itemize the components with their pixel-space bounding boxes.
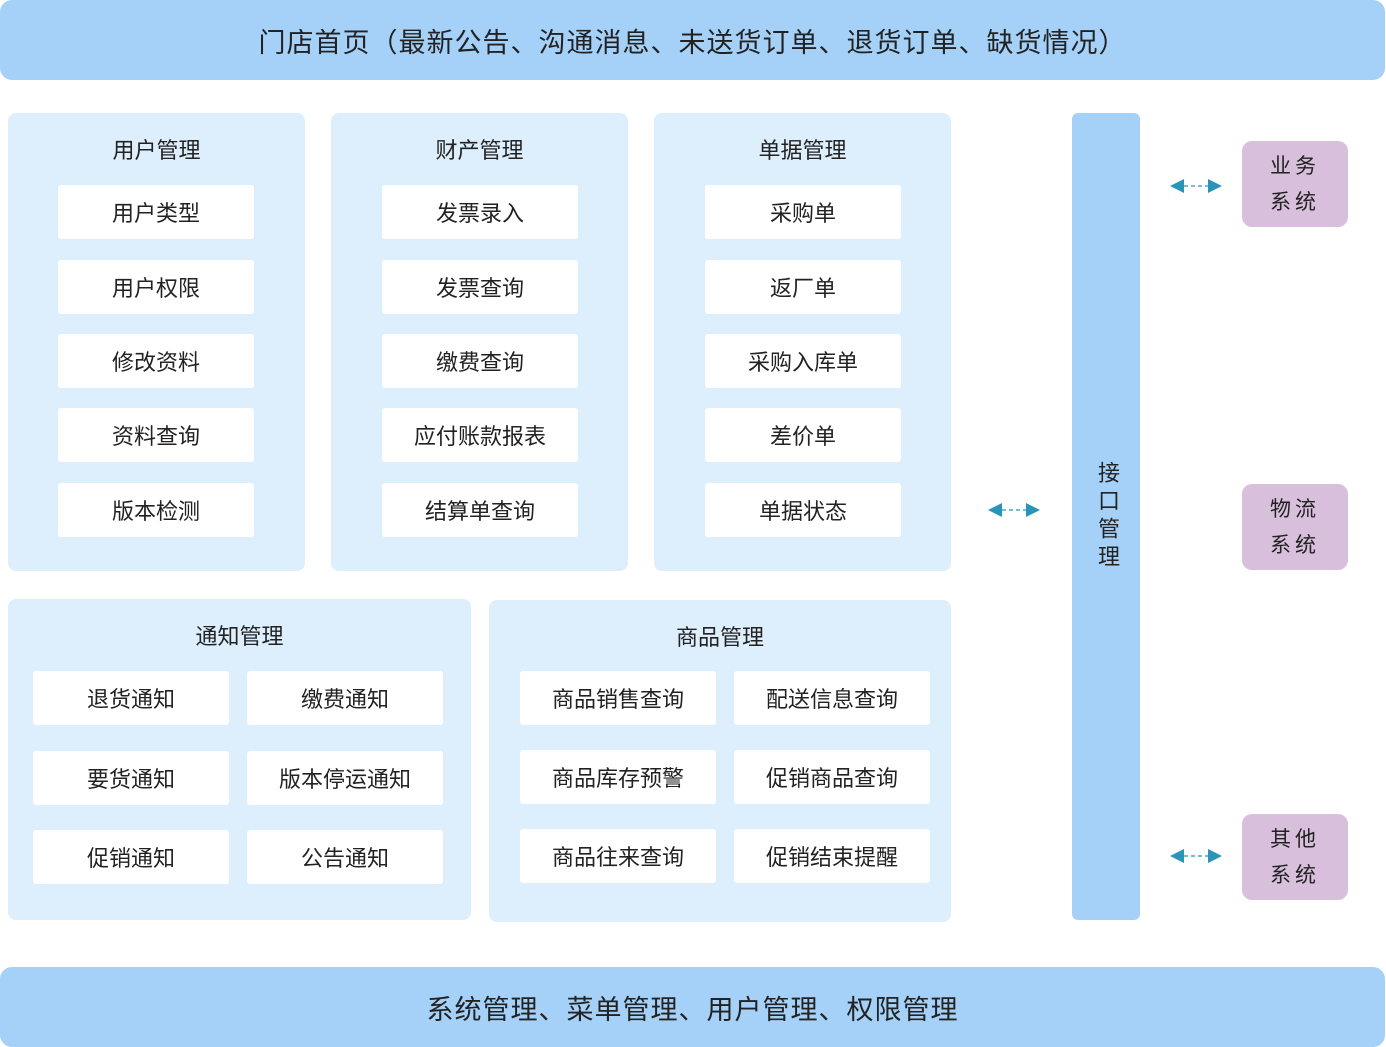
external-system-box: 物流系统 bbox=[1242, 484, 1348, 570]
bidirectional-arrow-icon bbox=[1170, 849, 1222, 863]
property-menu-item[interactable]: 结算单查询 bbox=[382, 483, 578, 537]
notice-menu-item[interactable]: 缴费通知 bbox=[247, 671, 443, 725]
product-menu-item[interactable]: 商品库存预警 bbox=[520, 750, 716, 804]
product-menu-item[interactable]: 促销商品查询 bbox=[734, 750, 930, 804]
product-menu-item[interactable]: 配送信息查询 bbox=[734, 671, 930, 725]
notice-menu-item[interactable]: 退货通知 bbox=[33, 671, 229, 725]
product-menu-item[interactable]: 促销结束提醒 bbox=[734, 829, 930, 883]
bidirectional-arrow-icon bbox=[988, 503, 1040, 517]
bidirectional-arrow-icon bbox=[1170, 179, 1222, 193]
panel-title: 通知管理 bbox=[195, 625, 284, 650]
system-label-line2: 系统 bbox=[1270, 863, 1320, 887]
external-system-box: 其他系统 bbox=[1242, 814, 1348, 900]
document-menu-item[interactable]: 单据状态 bbox=[705, 483, 901, 537]
panel-title: 财产管理 bbox=[435, 139, 524, 164]
panel-title: 用户管理 bbox=[112, 139, 201, 164]
document-menu-item[interactable]: 采购入库单 bbox=[705, 334, 901, 388]
system-label-line1: 物流 bbox=[1270, 497, 1320, 521]
property-menu-item[interactable]: 缴费查询 bbox=[382, 334, 578, 388]
product-menu-item[interactable]: 商品往来查询 bbox=[520, 829, 716, 883]
system-management-bar: 系统管理、菜单管理、用户管理、权限管理 bbox=[0, 967, 1385, 1047]
store-home-bar: 门店首页（最新公告、沟通消息、未送货订单、退货订单、缺货情况） bbox=[0, 0, 1385, 80]
notice-menu-item[interactable]: 公告通知 bbox=[247, 830, 443, 884]
property-menu-item[interactable]: 发票查询 bbox=[382, 260, 578, 314]
notice-menu-item[interactable]: 要货通知 bbox=[33, 751, 229, 805]
notice-menu-item[interactable]: 促销通知 bbox=[33, 830, 229, 884]
store-home-label: 门店首页（最新公告、沟通消息、未送货订单、退货订单、缺货情况） bbox=[258, 27, 1127, 59]
interface-management-label: 接口管理 bbox=[1094, 460, 1119, 573]
system-label-line2: 系统 bbox=[1270, 190, 1320, 214]
user-menu-item[interactable]: 资料查询 bbox=[58, 408, 254, 462]
property-menu-item[interactable]: 应付账款报表 bbox=[382, 408, 578, 462]
system-label-line1: 其他 bbox=[1270, 827, 1320, 851]
property-menu-item[interactable]: 发票录入 bbox=[382, 185, 578, 239]
system-management-label: 系统管理、菜单管理、用户管理、权限管理 bbox=[426, 994, 959, 1026]
external-system-box: 业务系统 bbox=[1242, 141, 1348, 227]
panel-title: 商品管理 bbox=[675, 626, 764, 651]
user-menu-item[interactable]: 修改资料 bbox=[58, 334, 254, 388]
interface-management-bar: 接口管理 bbox=[1072, 113, 1140, 920]
notice-menu-item[interactable]: 版本停运通知 bbox=[247, 751, 443, 805]
user-menu-item[interactable]: 用户类型 bbox=[58, 185, 254, 239]
user-menu-item[interactable]: 版本检测 bbox=[58, 483, 254, 537]
document-menu-item[interactable]: 返厂单 bbox=[705, 260, 901, 314]
panel-title: 单据管理 bbox=[758, 139, 847, 164]
user-menu-item[interactable]: 用户权限 bbox=[58, 260, 254, 314]
system-label-line1: 业务 bbox=[1270, 154, 1320, 178]
document-menu-item[interactable]: 采购单 bbox=[705, 185, 901, 239]
system-label-line2: 系统 bbox=[1270, 533, 1320, 557]
product-menu-item[interactable]: 商品销售查询 bbox=[520, 671, 716, 725]
document-menu-item[interactable]: 差价单 bbox=[705, 408, 901, 462]
